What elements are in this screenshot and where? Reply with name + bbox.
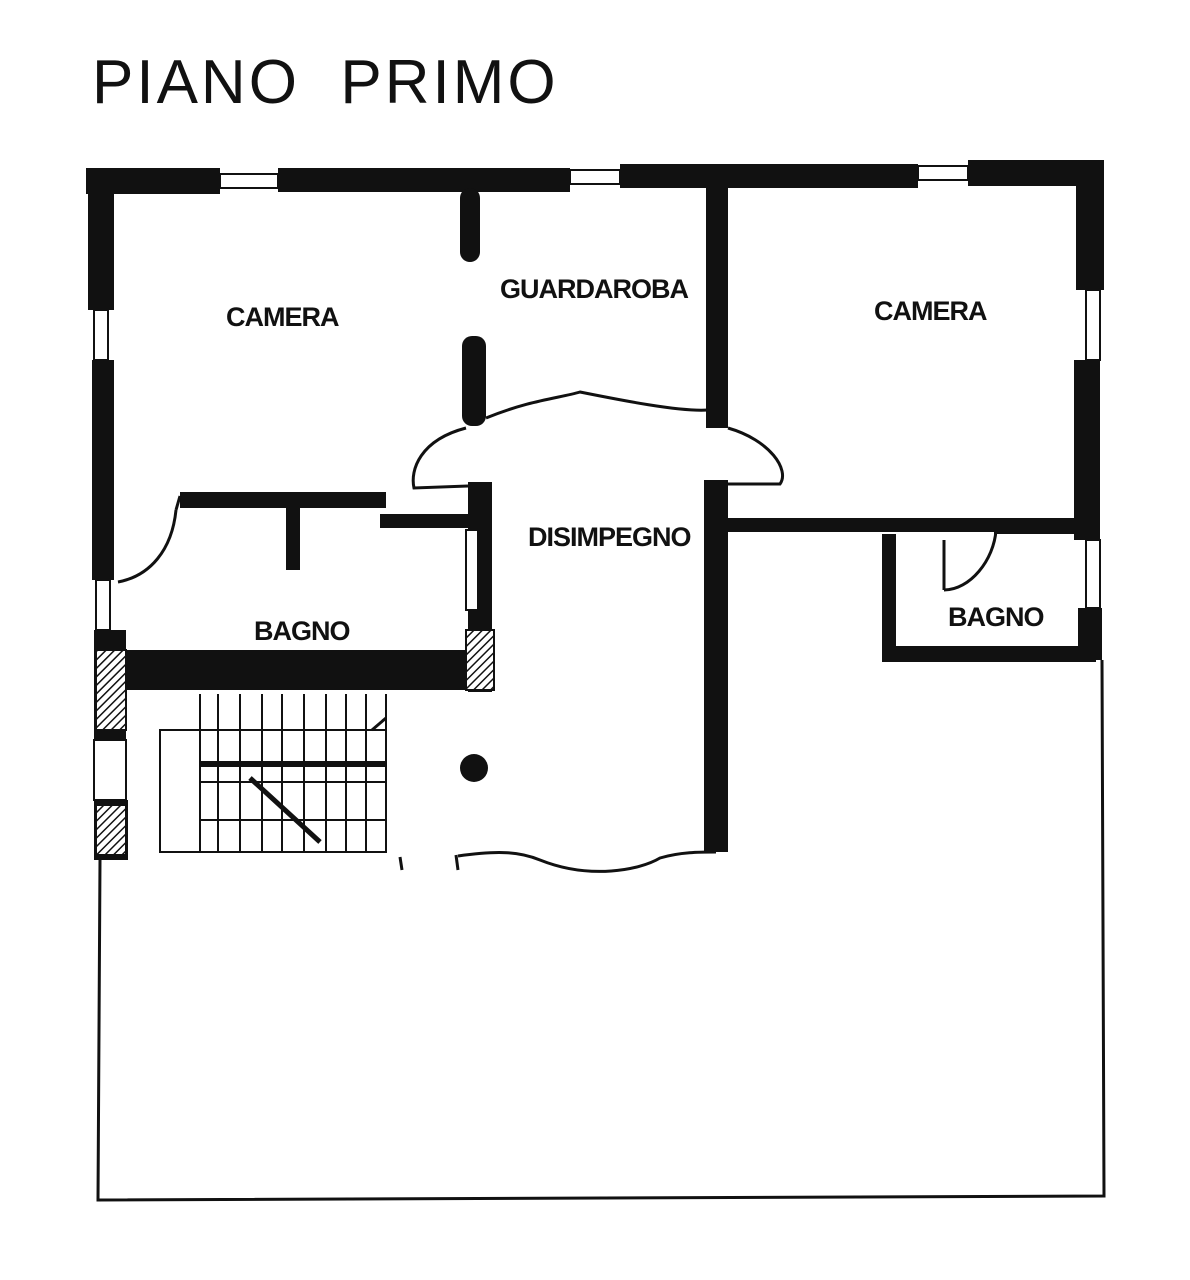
room-label-guardaroba: GUARDAROBA <box>500 274 688 304</box>
wall-partition <box>112 650 492 690</box>
column <box>460 754 488 782</box>
room-label-camera-left: CAMERA <box>226 302 339 332</box>
wall-left <box>88 168 114 310</box>
wall-top <box>278 168 570 192</box>
door-arc <box>485 390 709 420</box>
window <box>465 529 479 611</box>
window <box>93 739 127 801</box>
wall-partition <box>882 534 896 660</box>
wall-partition <box>994 520 1078 534</box>
room-label-bagno-left: BAGNO <box>254 616 350 646</box>
wall-partition <box>726 518 1082 532</box>
window <box>1085 539 1101 609</box>
wall-partition <box>180 492 386 508</box>
door-arc <box>727 426 784 486</box>
wall-partition <box>380 514 470 528</box>
windows <box>93 165 1101 801</box>
window <box>219 173 279 189</box>
wall-right <box>1076 160 1104 290</box>
wall-partition <box>462 336 486 426</box>
terrace-outline <box>96 659 1106 1202</box>
door-arc <box>411 426 469 490</box>
room-label-disimpegno: DISIMPEGNO <box>528 522 691 552</box>
window <box>569 169 621 185</box>
wall-partition <box>704 480 728 852</box>
doors <box>117 390 998 873</box>
wall-partition <box>882 646 1096 662</box>
door-arc <box>117 509 178 584</box>
window <box>93 309 109 361</box>
wall-top <box>620 164 918 188</box>
door-arc <box>457 850 717 873</box>
window <box>917 165 969 181</box>
window <box>95 579 111 631</box>
plan-title: PIANO PRIMO <box>92 48 559 117</box>
hatched-walls <box>95 629 495 856</box>
staircase <box>159 694 387 853</box>
window <box>1085 289 1101 361</box>
wall-right <box>1074 360 1100 540</box>
wall-left <box>92 360 114 580</box>
door-arc <box>943 529 998 592</box>
walls <box>86 160 1104 860</box>
room-label-bagno-right: BAGNO <box>948 602 1044 632</box>
wall-partition <box>460 188 480 262</box>
room-label-camera-right: CAMERA <box>874 296 987 326</box>
wall-partition <box>286 500 300 570</box>
wall-partition <box>706 188 728 428</box>
